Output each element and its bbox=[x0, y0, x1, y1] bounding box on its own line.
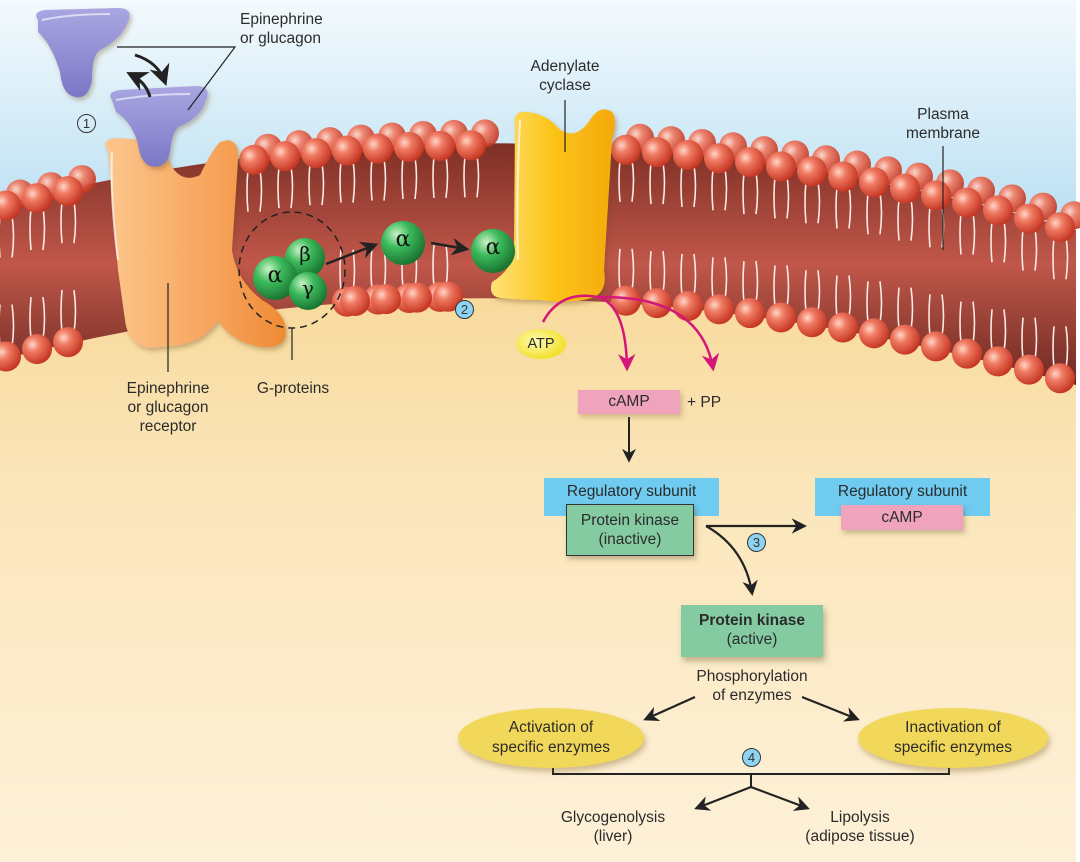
phospholipid-head bbox=[1014, 354, 1044, 385]
phospholipid-head bbox=[270, 141, 300, 172]
step-3-badge: 3 bbox=[747, 533, 766, 552]
release-arrow bbox=[126, 72, 152, 98]
phospholipid-head bbox=[301, 138, 331, 169]
phospholipid-head bbox=[53, 327, 83, 358]
hormone-label: Epinephrine or glucagon bbox=[240, 11, 323, 47]
g-protein-beta bbox=[285, 238, 325, 278]
phospholipid-head bbox=[402, 282, 432, 313]
g-proteins-label: G-proteins bbox=[256, 380, 330, 397]
phospholipid-head bbox=[332, 135, 362, 166]
phospholipid-head bbox=[735, 298, 765, 329]
to-lipolysis-arrow bbox=[750, 785, 810, 811]
step-1-badge: 1 bbox=[77, 114, 96, 133]
pp-label: + PP bbox=[687, 394, 722, 411]
receptor-label: Epinephrine or glucagon receptor bbox=[126, 380, 210, 435]
phospholipid-head bbox=[22, 183, 52, 214]
phospholipid-head bbox=[425, 130, 455, 161]
pp-release-arrow bbox=[597, 295, 720, 372]
phosphorylation-label: Phosphorylation of enzymes bbox=[696, 668, 808, 704]
phospholipid-head bbox=[797, 156, 827, 187]
alpha-symbol-released-1: α bbox=[395, 227, 411, 252]
g-protein-gamma bbox=[289, 272, 327, 310]
g-protein-alpha-released-1 bbox=[381, 221, 425, 265]
phospholipid-head bbox=[952, 187, 982, 218]
phospholipid-head bbox=[0, 341, 21, 372]
alpha-symbol-released-2: α bbox=[485, 235, 501, 260]
step-2-badge: 2 bbox=[455, 300, 474, 319]
phospholipid-head bbox=[921, 331, 951, 362]
binding-arrow bbox=[134, 53, 170, 86]
phospholipid-head bbox=[704, 294, 734, 325]
step-4-badge: 4 bbox=[742, 748, 761, 767]
phospholipid-head bbox=[239, 144, 269, 175]
alpha-symbol: α bbox=[267, 263, 283, 288]
to-glycogenolysis-arrow bbox=[694, 785, 752, 811]
adenylate-cyclase-label: Adenylate cyclase bbox=[530, 58, 600, 94]
phospholipid-head bbox=[340, 286, 370, 317]
phospholipid-head bbox=[394, 131, 424, 162]
phospholipid-head bbox=[890, 324, 920, 355]
phospholipid-head bbox=[859, 167, 889, 198]
hormone-leader-line bbox=[117, 46, 237, 111]
phospholipid-head bbox=[828, 161, 858, 192]
to-inactivation-arrow bbox=[801, 695, 860, 722]
alpha-release-arrow bbox=[325, 241, 379, 266]
phospholipid-head bbox=[363, 133, 393, 164]
cytoplasm bbox=[0, 286, 1076, 862]
phospholipid-head bbox=[766, 302, 796, 333]
phospholipid-head bbox=[611, 285, 641, 316]
phospholipid-head bbox=[1045, 212, 1075, 243]
phospholipid-head bbox=[1014, 203, 1044, 234]
activation-arrow bbox=[705, 525, 758, 597]
alpha-migration-arrow bbox=[430, 238, 470, 256]
adenylate-cyclase bbox=[491, 109, 615, 302]
beta-symbol: β bbox=[299, 242, 311, 266]
inactivation-ellipse: Inactivation of specific enzymes bbox=[858, 708, 1048, 768]
phospholipid-head bbox=[53, 176, 83, 207]
phospholipid-head bbox=[859, 318, 889, 349]
phospholipid-head bbox=[921, 180, 951, 211]
phospholipid-head bbox=[890, 173, 920, 204]
hormone-molecule-bound bbox=[110, 86, 208, 167]
phospholipid-head bbox=[828, 312, 858, 343]
phospholipid-head bbox=[371, 284, 401, 315]
phospholipid-head bbox=[456, 130, 486, 161]
camp-box: cAMP bbox=[578, 390, 680, 414]
gamma-symbol: γ bbox=[302, 276, 314, 300]
phospholipid-head bbox=[983, 346, 1013, 377]
g-protein-alpha-bound bbox=[253, 256, 297, 300]
hormone-molecule-free bbox=[36, 8, 130, 98]
inner-phospholipid-layer bbox=[0, 281, 1075, 394]
outer-phospholipid-layer bbox=[0, 119, 1080, 243]
phospholipid-head bbox=[797, 307, 827, 338]
phospholipid-head bbox=[673, 290, 703, 321]
phospholipid-head bbox=[704, 143, 734, 174]
phospholipid-head bbox=[0, 190, 21, 221]
protein-kinase-inactive-box: Protein kinase (inactive) bbox=[566, 504, 694, 556]
phospholipid-head bbox=[983, 195, 1013, 226]
phospholipid-head bbox=[766, 151, 796, 182]
atp-molecule bbox=[516, 329, 566, 359]
phospholipid-head bbox=[611, 134, 641, 165]
plasma-membrane-label: Plasma membrane bbox=[905, 106, 981, 142]
bound-camp-box: cAMP bbox=[841, 505, 963, 530]
phospholipid-head bbox=[642, 137, 672, 168]
atp-label: ATP bbox=[527, 336, 555, 352]
lipolysis-label: Lipolysis (adipose tissue) bbox=[805, 809, 915, 845]
phospholipid-head bbox=[735, 147, 765, 178]
glycogenolysis-label: Glycogenolysis (liver) bbox=[560, 809, 666, 845]
protein-kinase-active-box: Protein kinase (active) bbox=[681, 605, 823, 657]
phospholipid-head bbox=[952, 338, 982, 369]
phospholipid-head bbox=[22, 334, 52, 365]
activation-ellipse: Activation of specific enzymes bbox=[458, 708, 644, 768]
phospholipid-head bbox=[673, 139, 703, 170]
epinephrine-receptor bbox=[105, 138, 286, 348]
phospholipid-head bbox=[1045, 363, 1075, 394]
to-activation-arrow bbox=[643, 695, 696, 721]
g-protein-alpha-released-2 bbox=[471, 229, 515, 273]
